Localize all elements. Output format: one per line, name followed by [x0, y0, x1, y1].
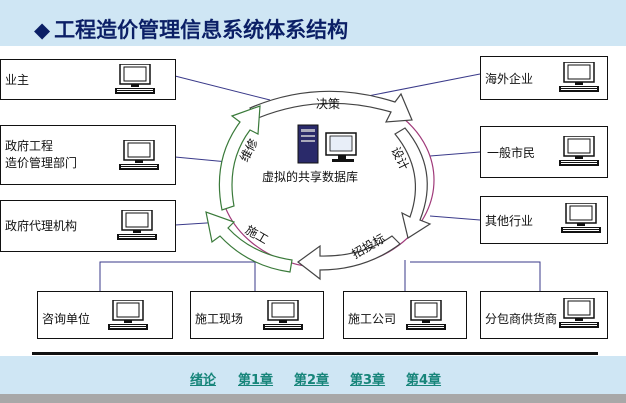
node-construction-company-label: 施工公司 — [348, 312, 397, 326]
computer-icon — [117, 210, 158, 241]
nav-link-intro[interactable]: 绪论 — [190, 373, 217, 388]
connector-consulting — [99, 261, 255, 292]
node-gov-cost: 政府工程 造价管理部门 — [0, 125, 176, 185]
arrow-construction — [205, 211, 293, 273]
computer-icon — [559, 136, 600, 167]
computer-icon — [559, 62, 600, 93]
node-site-label: 施工现场 — [195, 312, 244, 326]
node-consulting: 咨询单位 — [37, 291, 173, 339]
node-subcontractor: 分包商供货商 — [480, 291, 608, 339]
connector-owner — [174, 75, 271, 101]
monitor-icon — [325, 132, 357, 162]
nav-link-chapter-3[interactable]: 第3章 — [350, 373, 386, 388]
node-gov-cost-label-1: 政府工程 — [5, 139, 54, 153]
node-owner-label: 业主 — [5, 73, 30, 87]
server-icon — [297, 124, 319, 164]
connector-subcontractor — [410, 261, 541, 292]
connector-gov-cost — [174, 156, 229, 163]
computer-icon — [108, 300, 149, 331]
page-title-text: 工程造价管理信息系统体系结构 — [54, 18, 349, 42]
cycle-label-construction: 施工 — [243, 223, 271, 247]
computer-icon — [115, 64, 156, 95]
connector-other — [429, 215, 481, 221]
shared-database-label: 虚拟的共享数据库 — [262, 170, 359, 184]
cycle-label-decision: 决策 — [316, 97, 340, 111]
computer-icon — [561, 203, 602, 234]
page-title: ◆工程造价管理信息系统体系结构 — [34, 14, 348, 44]
node-other-industry: 其他行业 — [480, 196, 608, 244]
arrow-bidding — [296, 235, 401, 281]
footer-divider — [32, 352, 598, 355]
computer-icon — [263, 300, 304, 331]
arrow-design — [394, 127, 432, 239]
connector-citizen — [429, 151, 481, 157]
node-overseas-label: 海外企业 — [485, 72, 534, 86]
nav-link-chapter-2[interactable]: 第2章 — [294, 373, 330, 388]
node-construction-company: 施工公司 — [343, 291, 467, 339]
bottom-strip — [0, 394, 626, 403]
computer-icon — [406, 300, 447, 331]
node-citizen: 一般市民 — [480, 126, 608, 178]
node-citizen-label: 一般市民 — [487, 146, 536, 160]
computer-icon — [119, 140, 160, 171]
node-consulting-label: 咨询单位 — [42, 312, 91, 326]
diamond-bullet-icon: ◆ — [34, 18, 51, 42]
arrow-decision — [249, 90, 413, 123]
node-gov-agent: 政府代理机构 — [0, 200, 176, 252]
node-gov-agent-label: 政府代理机构 — [5, 219, 78, 233]
title-bar — [0, 0, 626, 46]
node-subcontractor-label: 分包商供货商 — [485, 312, 558, 326]
nav-link-chapter-1[interactable]: 第1章 — [238, 373, 274, 388]
node-gov-cost-label-2: 造价管理部门 — [5, 156, 78, 170]
nav-link-chapter-4[interactable]: 第4章 — [406, 373, 442, 388]
node-overseas: 海外企业 — [480, 56, 608, 100]
node-other-industry-label: 其他行业 — [485, 214, 534, 228]
node-owner: 业主 — [0, 59, 176, 100]
node-site: 施工现场 — [190, 291, 324, 339]
cycle-arrows — [205, 90, 432, 281]
connector-overseas — [367, 73, 481, 97]
computer-icon — [559, 298, 600, 329]
arrow-maintenance — [218, 105, 261, 211]
